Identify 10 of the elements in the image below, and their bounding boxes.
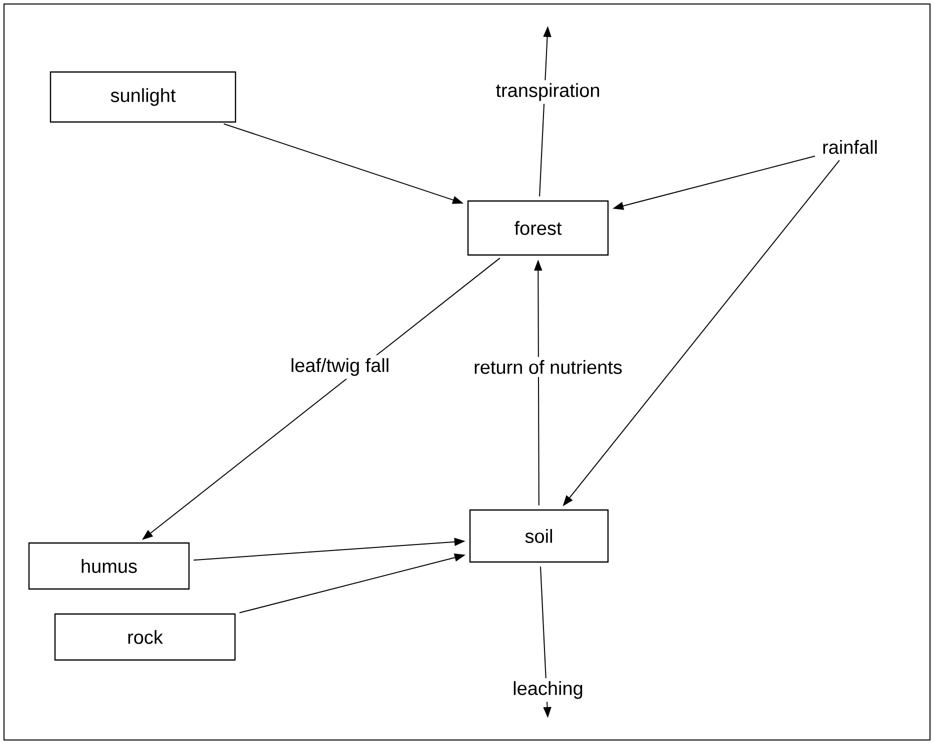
- edge-label: leaf/twig fall: [287, 355, 393, 379]
- process-box: humus: [28, 542, 190, 590]
- process-box: soil: [469, 509, 609, 563]
- process-box: rock: [54, 613, 236, 661]
- edge-label: return of nutrients: [470, 357, 626, 377]
- node-label: rainfall: [823, 140, 877, 154]
- process-box: sunlight: [50, 71, 236, 123]
- process-box: forest: [467, 200, 609, 256]
- edge-label: leaching: [510, 678, 586, 702]
- edge-label: transpiration: [492, 80, 604, 104]
